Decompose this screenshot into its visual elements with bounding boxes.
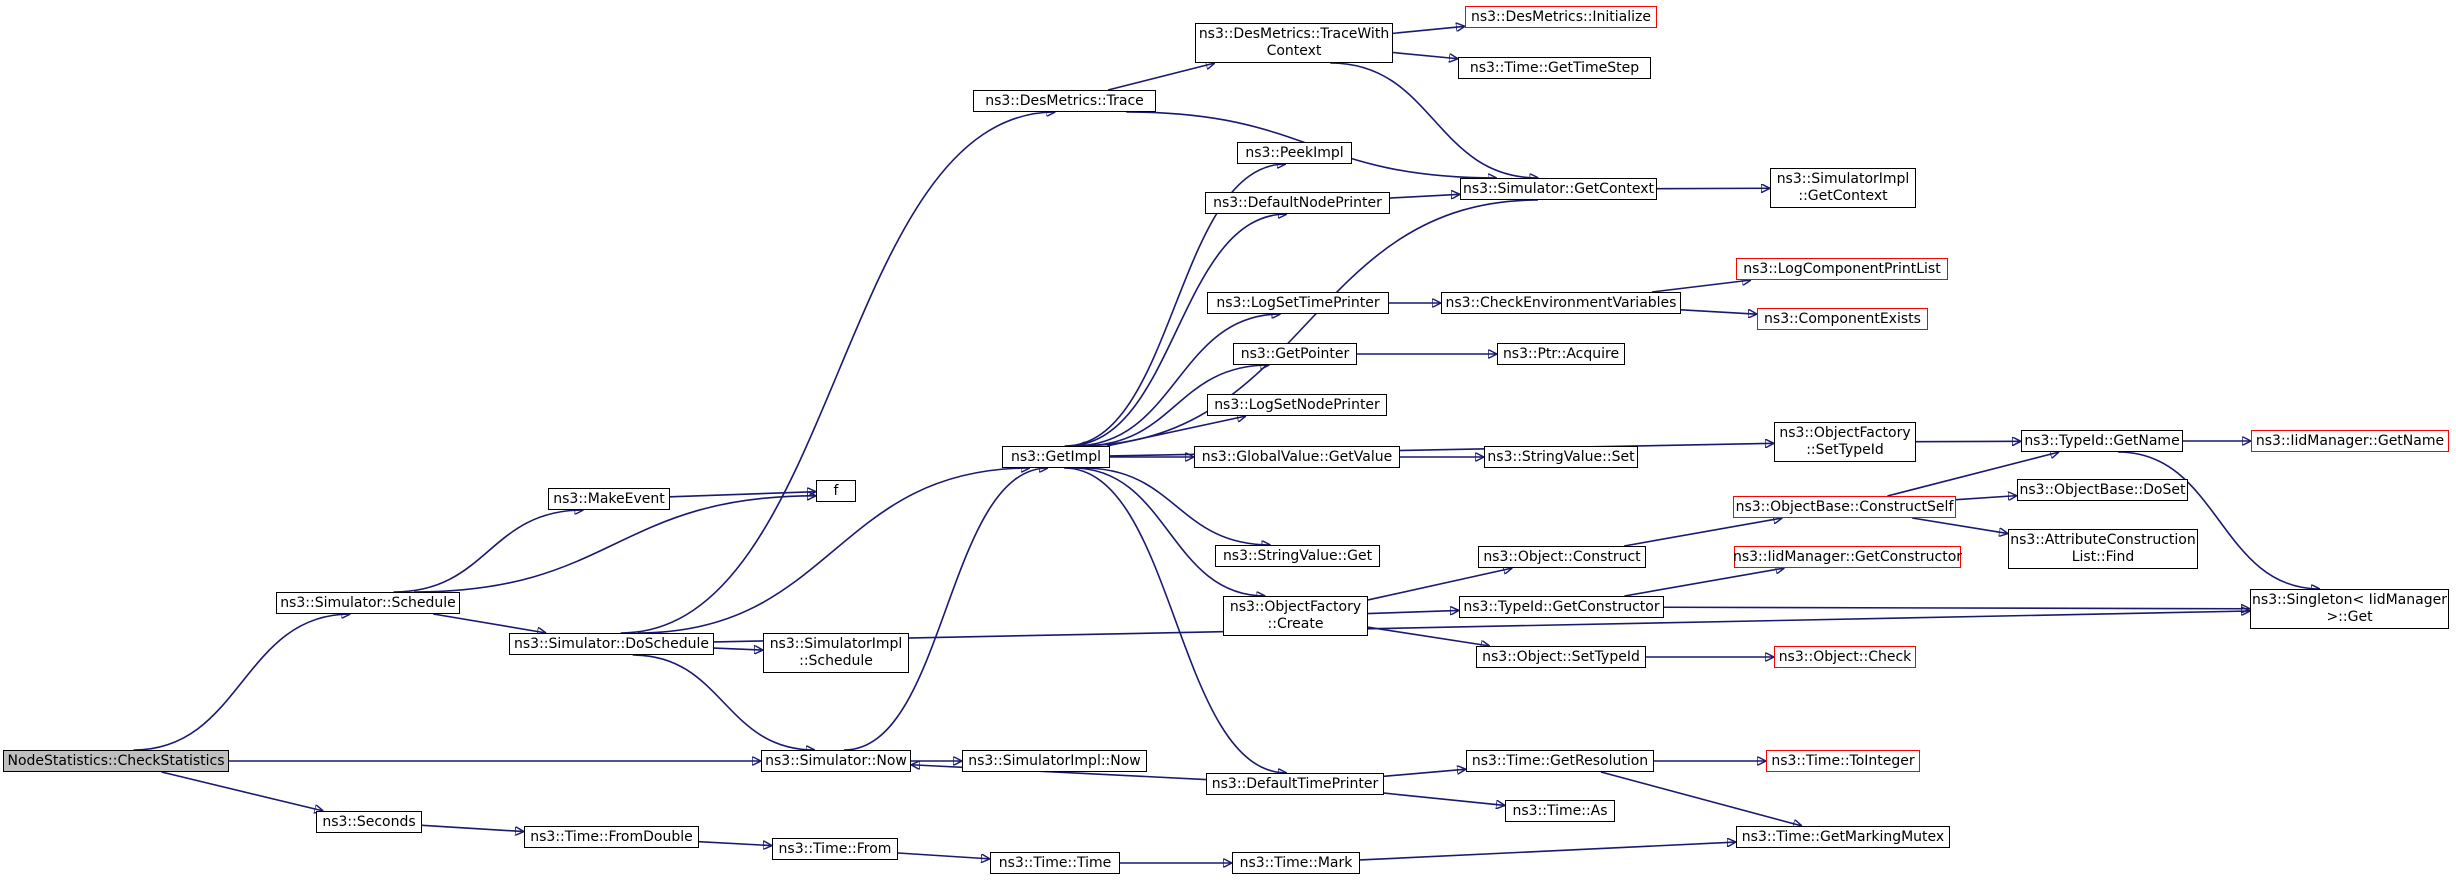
- node-timeas[interactable]: ns3::Time::As: [1505, 800, 1615, 822]
- edge-defaulttimeprinter-to-timeas: [1384, 793, 1505, 805]
- node-now[interactable]: ns3::Simulator::Now: [761, 750, 911, 772]
- node-typeid_getname[interactable]: ns3::TypeId::GetName: [2021, 430, 2183, 452]
- node-timemark[interactable]: ns3::Time::Mark: [1232, 852, 1360, 874]
- node-f[interactable]: f: [816, 480, 856, 502]
- node-ptracquire[interactable]: ns3::Ptr::Acquire: [1497, 343, 1625, 365]
- node-getresolution[interactable]: ns3::Time::GetResolution: [1466, 750, 1654, 772]
- node-typeid_getconstructor[interactable]: ns3::TypeId::GetConstructor: [1459, 596, 1664, 618]
- edge-typeid_getconstructor-to-singleton_get: [1664, 607, 2250, 608]
- node-doschedule[interactable]: ns3::Simulator::DoSchedule: [509, 633, 714, 655]
- node-logcomponentprintlist[interactable]: ns3::LogComponentPrintList: [1736, 258, 1948, 280]
- edge-checkstatistics-to-seconds: [162, 772, 324, 811]
- edge-getimpl-to-stringvalue_get: [1083, 468, 1271, 545]
- node-iidmanager_getname[interactable]: ns3::IidManager::GetName: [2251, 430, 2449, 452]
- edge-now-to-getimpl: [844, 468, 1048, 750]
- node-timetime[interactable]: ns3::Time::Time: [990, 852, 1120, 874]
- node-getmarkingmutex[interactable]: ns3::Time::GetMarkingMutex: [1736, 826, 1950, 848]
- node-object_settypeid[interactable]: ns3::Object::SetTypeId: [1476, 646, 1646, 668]
- edge-doschedule-to-simimpl_schedule: [714, 648, 763, 650]
- edge-constructself-to-objectbase_doset: [1956, 496, 2017, 500]
- edge-doschedule-to-desmetrics_trace: [621, 112, 1056, 633]
- node-logsettimeprinter[interactable]: ns3::LogSetTimePrinter: [1207, 292, 1389, 314]
- node-defaultnodeprinter[interactable]: ns3::DefaultNodePrinter: [1205, 192, 1390, 214]
- node-tointeger[interactable]: ns3::Time::ToInteger: [1766, 750, 1920, 772]
- node-objectfactory_create[interactable]: ns3::ObjectFactory ::Create: [1223, 596, 1368, 636]
- node-gettimestep[interactable]: ns3::Time::GetTimeStep: [1458, 57, 1651, 79]
- node-getcontext[interactable]: ns3::Simulator::GetContext: [1460, 178, 1657, 200]
- edge-defaulttimeprinter-to-getresolution: [1384, 769, 1466, 776]
- edge-tracewithcontext-to-gettimestep: [1393, 53, 1458, 59]
- node-singleton_get[interactable]: ns3::Singleton< IidManager >::Get: [2250, 589, 2449, 629]
- node-simimpl_getcontext[interactable]: ns3::SimulatorImpl ::GetContext: [1770, 168, 1916, 208]
- node-constructself[interactable]: ns3::ObjectBase::ConstructSelf: [1733, 496, 1956, 518]
- edge-timefrom-to-timetime: [898, 853, 990, 859]
- node-stringvalue_get[interactable]: ns3::StringValue::Get: [1215, 545, 1380, 567]
- edge-typeid_getconstructor-to-iidmanager_getconstructor: [1624, 568, 1784, 596]
- edge-objectfactory_create-to-typeid_getconstructor: [1368, 610, 1459, 613]
- edge-fromdouble-to-timefrom: [699, 842, 772, 846]
- node-simimpl_schedule[interactable]: ns3::SimulatorImpl ::Schedule: [763, 633, 909, 673]
- node-desmetrics_init[interactable]: ns3::DesMetrics::Initialize: [1465, 6, 1657, 28]
- node-checkenv[interactable]: ns3::CheckEnvironmentVariables: [1441, 292, 1681, 314]
- node-object_check[interactable]: ns3::Object::Check: [1774, 646, 1916, 668]
- edge-timemark-to-getmarkingmutex: [1360, 842, 1736, 860]
- edge-seconds-to-fromdouble: [422, 825, 524, 831]
- node-objectfactory_settypeid[interactable]: ns3::ObjectFactory ::SetTypeId: [1774, 422, 1916, 462]
- node-globalvalue_getvalue[interactable]: ns3::GlobalValue::GetValue: [1194, 446, 1400, 468]
- node-timefrom[interactable]: ns3::Time::From: [772, 838, 898, 860]
- node-getpointer[interactable]: ns3::GetPointer: [1233, 343, 1357, 365]
- node-fromdouble[interactable]: ns3::Time::FromDouble: [524, 826, 699, 848]
- node-seconds[interactable]: ns3::Seconds: [316, 811, 422, 833]
- node-objectbase_doset[interactable]: ns3::ObjectBase::DoSet: [2017, 479, 2188, 501]
- edge-getimpl-to-objectfactory_create: [1073, 468, 1266, 596]
- node-object_construct[interactable]: ns3::Object::Construct: [1478, 546, 1646, 568]
- edge-schedule-to-doschedule: [433, 614, 546, 633]
- node-desmetrics_trace[interactable]: ns3::DesMetrics::Trace: [973, 90, 1156, 112]
- node-logsetnodeprinter[interactable]: ns3::LogSetNodePrinter: [1207, 394, 1387, 416]
- node-iidmanager_getconstructor[interactable]: ns3::IidManager::GetConstructor: [1734, 546, 1961, 568]
- node-defaulttimeprinter[interactable]: ns3::DefaultTimePrinter: [1206, 773, 1384, 795]
- edge-schedule-to-makeevent: [393, 510, 583, 592]
- edge-object_construct-to-constructself: [1624, 518, 1782, 546]
- node-checkstatistics[interactable]: NodeStatistics::CheckStatistics: [3, 750, 229, 772]
- node-simimpl_now[interactable]: ns3::SimulatorImpl::Now: [962, 750, 1147, 772]
- node-tracewithcontext[interactable]: ns3::DesMetrics::TraceWith Context: [1195, 23, 1393, 63]
- node-peekimpl[interactable]: ns3::PeekImpl: [1237, 142, 1352, 164]
- node-makeevent[interactable]: ns3::MakeEvent: [548, 488, 670, 510]
- edge-checkstatistics-to-schedule: [134, 614, 351, 750]
- node-getimpl[interactable]: ns3::GetImpl: [1002, 446, 1110, 468]
- node-stringvalue_set[interactable]: ns3::StringValue::Set: [1484, 446, 1638, 468]
- edge-tracewithcontext-to-desmetrics_init: [1393, 26, 1465, 33]
- edge-checkenv-to-logcomponentprintlist: [1652, 280, 1751, 292]
- edge-desmetrics_trace-to-tracewithcontext: [1108, 63, 1215, 90]
- edge-objectfactory_create-to-object_settypeid: [1368, 627, 1490, 646]
- edge-checkenv-to-componentexists: [1681, 310, 1757, 314]
- edge-getresolution-to-getmarkingmutex: [1601, 772, 1802, 826]
- node-attrconstructionlist_find[interactable]: ns3::AttributeConstruction List::Find: [2008, 529, 2198, 569]
- node-componentexists[interactable]: ns3::ComponentExists: [1757, 308, 1928, 330]
- edge-constructself-to-attrconstructionlist_find: [1912, 518, 2008, 534]
- edge-defaultnodeprinter-to-getcontext: [1390, 194, 1460, 198]
- node-schedule[interactable]: ns3::Simulator::Schedule: [276, 592, 460, 614]
